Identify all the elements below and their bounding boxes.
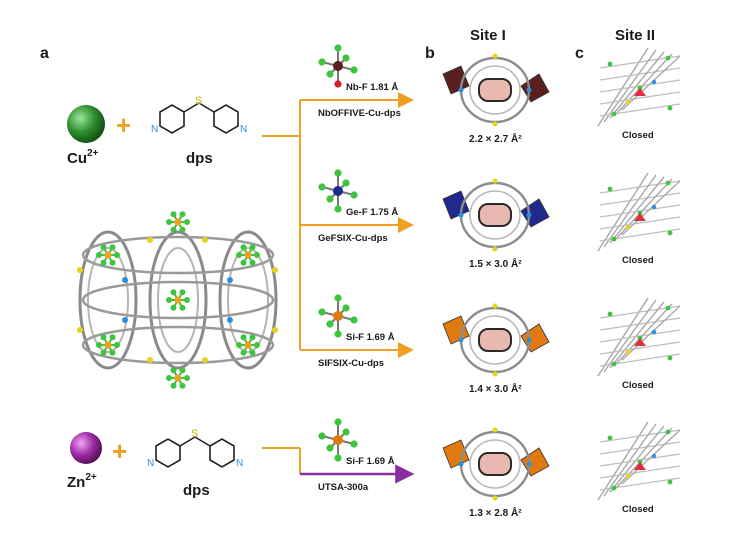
site2-cage-icon — [597, 172, 681, 252]
octahedral-anion-icon — [318, 169, 358, 213]
panel-c-label: c — [575, 45, 584, 62]
octahedral-anion-icon — [318, 418, 358, 462]
bond-length-label: Si-F 1.69 Å — [346, 332, 395, 343]
pore-window-icon — [442, 303, 550, 377]
material-name: GeFSIX-Cu-dps — [318, 233, 388, 244]
dps-sulfur-atom: S — [195, 95, 202, 107]
bond-length-label: Si-F 1.69 Å — [346, 456, 395, 467]
material-row: Si-F 1.69 Å SIFSIX-Cu-dps 1.4 × 3.0 Å² Clos… — [318, 294, 681, 395]
pore-window-icon — [442, 427, 550, 501]
pore-size-label: 1.4 × 3.0 Å² — [469, 382, 522, 395]
reaction-arrows — [262, 92, 415, 484]
dps-ligand-icon — [159, 102, 239, 134]
octahedral-anion-icon — [318, 44, 358, 88]
material-name: UTSA-300a — [318, 482, 369, 493]
dps-ligand-icon — [155, 436, 235, 468]
site2-cage-icon — [597, 47, 681, 127]
plus-sign-zn: + — [112, 436, 127, 466]
material-name: NbOFFIVE-Cu-dps — [318, 108, 401, 119]
site2-status-label: Closed — [622, 130, 654, 141]
dps-sulfur-atom-2: S — [191, 428, 198, 440]
site2-header: Site II — [615, 27, 655, 44]
site2-status-label: Closed — [622, 255, 654, 266]
site2-cage-icon — [597, 421, 681, 501]
zn-label: Zn2+ — [67, 472, 97, 491]
pore-size-label: 1.3 × 2.8 Å² — [469, 506, 522, 519]
octahedral-anion-icon — [318, 294, 358, 338]
material-row: Si-F 1.69 Å UTSA-300a 1.3 × 2.8 Å² Closed — [318, 418, 681, 519]
dps-nitrogen-left: N — [151, 124, 158, 135]
site2-cage-icon — [597, 297, 681, 377]
cu-sphere-icon — [67, 105, 105, 143]
site2-status-label: Closed — [622, 504, 654, 515]
framework-structure-icon — [77, 211, 278, 389]
dps-label-top: dps — [186, 150, 213, 167]
site1-header: Site I — [470, 27, 506, 44]
bond-length-label: Ge-F 1.75 Å — [346, 207, 398, 218]
dps-nitrogen-right: N — [240, 124, 247, 135]
material-row: Nb-F 1.81 Å NbOFFIVE-Cu-dps 2.2 × 2.7 Å² Cl… — [318, 44, 681, 145]
material-name: SIFSIX-Cu-dps — [318, 358, 384, 369]
zn-sphere-icon — [70, 432, 102, 464]
cu-label: Cu2+ — [67, 148, 99, 167]
pore-window-icon — [442, 53, 550, 127]
pore-window-icon — [442, 178, 550, 252]
panel-a-label: a — [40, 45, 49, 62]
site2-status-label: Closed — [622, 380, 654, 391]
pore-size-label: 2.2 × 2.7 Å² — [469, 132, 522, 145]
bond-length-label: Nb-F 1.81 Å — [346, 82, 398, 93]
pore-size-label: 1.5 × 3.0 Å² — [469, 257, 522, 270]
dps-label-bottom: dps — [183, 482, 210, 499]
dps-nitrogen-right-2: N — [236, 458, 243, 469]
plus-sign-cu: + — [116, 110, 131, 140]
material-row: Ge-F 1.75 Å GeFSIX-Cu-dps 1.5 × 3.0 Å² Clos… — [318, 169, 681, 270]
dps-nitrogen-left-2: N — [147, 458, 154, 469]
panel-b-label: b — [425, 45, 435, 62]
